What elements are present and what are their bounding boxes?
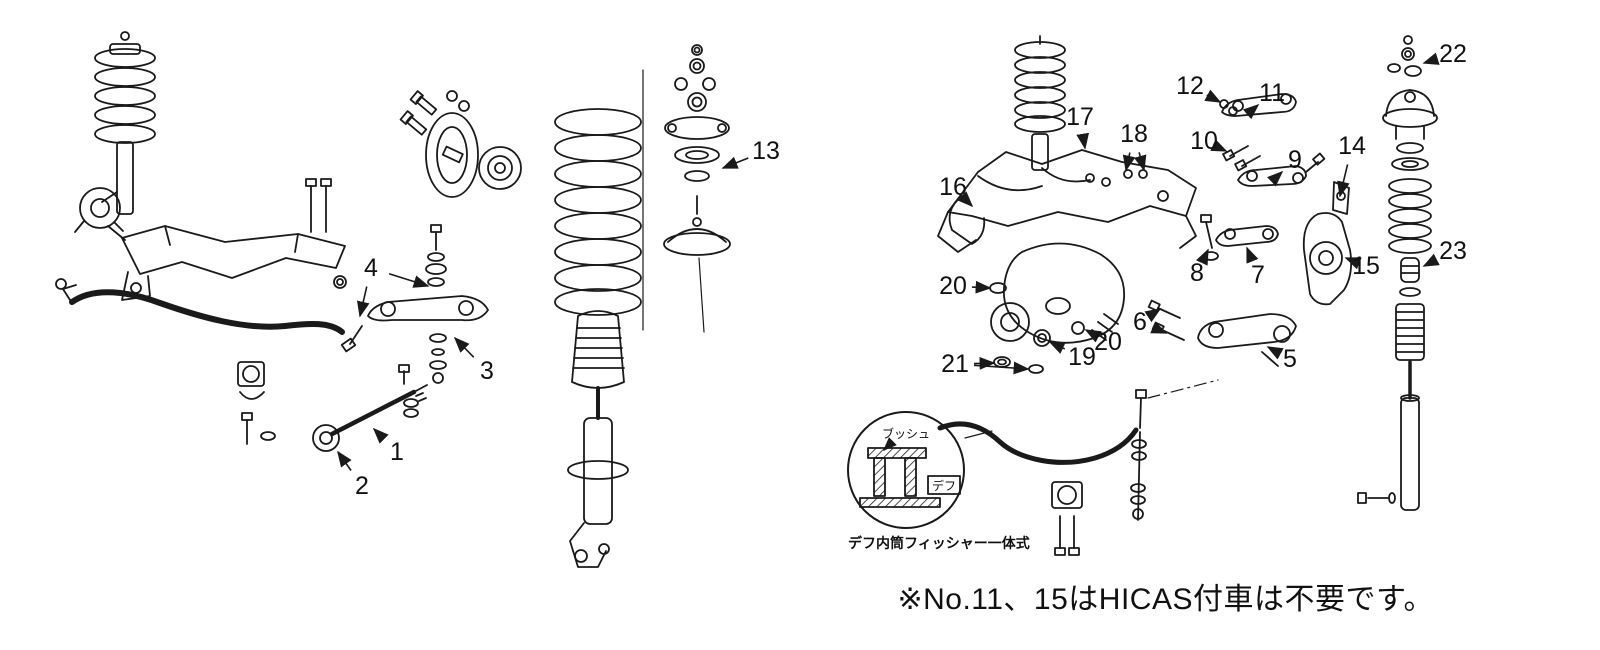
callout-arrow-17 — [1076, 132, 1090, 150]
front-coil-spring-large — [554, 108, 642, 316]
callout-number-12: 12 — [1176, 72, 1204, 100]
callout-arrow-14 — [1337, 164, 1350, 198]
callout-number-15: 15 — [1352, 252, 1380, 280]
bracket-14 — [1332, 181, 1350, 215]
inset-bushing-detail — [847, 411, 965, 529]
callout-arrow-15 — [1344, 257, 1362, 270]
callout-number-23: 23 — [1439, 237, 1467, 265]
inset-caption: デフ内筒フィッシャー一体式 — [848, 535, 1030, 551]
callout-number-19: 19 — [1068, 343, 1096, 371]
callout-arrow-7 — [1246, 246, 1259, 264]
callout-arrow-13 — [721, 156, 749, 169]
inset-diff-label: デフ — [932, 478, 956, 493]
callout-arrow-8 — [1196, 248, 1209, 266]
callout-arrow-18 — [1122, 152, 1136, 172]
callout-arrow-20 — [971, 280, 992, 294]
callout-arrow-4 — [388, 272, 430, 288]
callout-number-16: 16 — [939, 173, 967, 201]
callout-number-21: 21 — [941, 350, 969, 378]
callout-arrow-21 — [973, 356, 996, 370]
callout-arrow-18 — [1133, 152, 1147, 172]
callout-arrow-22 — [1422, 52, 1440, 65]
rear-sway-bar — [937, 389, 1147, 556]
callout-arrow-19 — [1048, 341, 1066, 354]
rear-subframe — [937, 149, 1197, 253]
callout-number-6: 6 — [1133, 308, 1147, 336]
front-hub-and-shield — [399, 90, 522, 198]
bolts-6 — [1147, 299, 1185, 341]
front-strut-assembly — [74, 31, 156, 241]
strut-mount-parts — [663, 44, 731, 333]
callout-arrow-4 — [356, 286, 370, 318]
bolts-10 — [1222, 145, 1261, 172]
rear-coil-spring — [1014, 35, 1066, 171]
rear-arm-9 — [1237, 152, 1326, 187]
callout-arrow-6 — [1144, 308, 1162, 323]
axis-dash-line — [1147, 379, 1219, 399]
callout-arrow-10 — [1210, 139, 1228, 152]
callout-number-17: 17 — [1066, 103, 1094, 131]
callout-number-14: 14 — [1338, 132, 1366, 160]
bolt-8 — [1200, 214, 1219, 261]
rear-shock-parts — [1357, 35, 1438, 511]
callout-arrow-16 — [957, 191, 974, 208]
callout-number-18: 18 — [1120, 120, 1148, 148]
front-subframe — [121, 178, 347, 301]
callout-arrow-12 — [1204, 89, 1222, 103]
callout-arrow-23 — [1422, 253, 1440, 267]
front-tension-rod — [312, 364, 428, 452]
callout-arrow-2 — [337, 450, 352, 471]
callout-number-11: 11 — [1259, 79, 1285, 107]
callout-number-9: 9 — [1288, 146, 1302, 174]
callout-number-10: 10 — [1190, 127, 1218, 155]
callout-number-22: 22 — [1439, 40, 1467, 68]
callout-arrow-3 — [453, 336, 475, 358]
callout-arrow-9 — [1267, 170, 1284, 187]
callout-arrow-20 — [1084, 329, 1102, 343]
callout-arrow-1 — [372, 427, 389, 444]
callout-number-4: 4 — [364, 254, 378, 282]
rear-lower-arm-5 — [1197, 313, 1297, 367]
callout-number-8: 8 — [1190, 259, 1204, 287]
callout-number-1: 1 — [390, 438, 404, 466]
callout-number-5: 5 — [1283, 345, 1297, 373]
callout-number-2: 2 — [355, 472, 369, 500]
hicas-note: ※No.11、15はHICAS付車は不要です。 — [897, 583, 1434, 616]
front-bump-stop — [571, 310, 625, 389]
callout-number-20: 20 — [1094, 328, 1122, 356]
callout-arrow-21 — [973, 361, 1030, 375]
callout-arrow-6 — [1150, 321, 1168, 334]
front-sway-bar — [55, 278, 345, 445]
callout-number-20: 20 — [939, 272, 967, 300]
inset-bush-label: ブッシュ — [882, 426, 930, 441]
front-strut-unit — [567, 386, 629, 568]
callout-number-7: 7 — [1251, 261, 1265, 289]
rear-arm-7 — [1215, 225, 1279, 247]
front-upper-arm — [340, 224, 489, 384]
callout-number-13: 13 — [752, 137, 780, 165]
callout-number-3: 3 — [480, 357, 494, 385]
rear-knuckle-15 — [1302, 212, 1353, 306]
callout-arrow-5 — [1266, 346, 1284, 360]
